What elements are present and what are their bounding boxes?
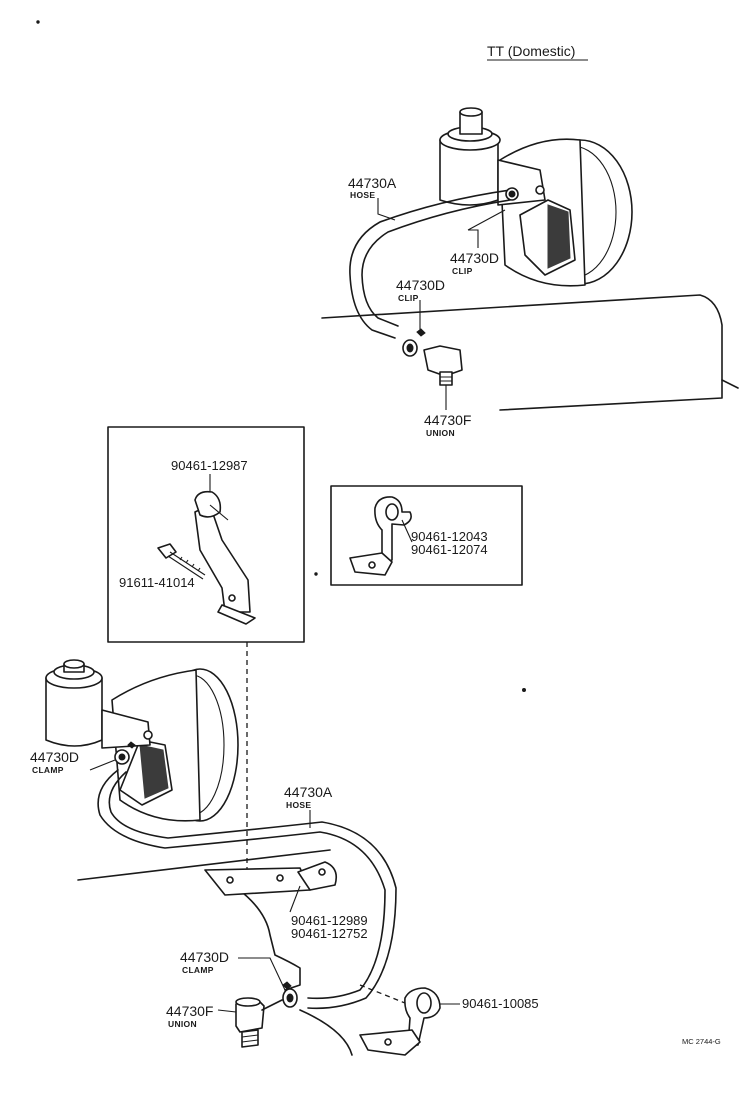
label-bot-bracket-b: 90461-12752	[291, 926, 368, 941]
leader-bot-clamp2	[238, 957, 286, 991]
top-brake-booster	[499, 138, 633, 287]
top-hose	[349, 187, 519, 339]
leader-top-clip1	[467, 209, 506, 231]
label-top-union-num: 44730F	[424, 412, 471, 428]
label-top-union-name: UNION	[426, 428, 455, 438]
scan-dot	[36, 20, 40, 24]
scan-dot	[522, 688, 526, 692]
footer-code: MC 2744-G	[682, 1037, 721, 1046]
scan-dot	[314, 572, 318, 576]
label-bot-clamp1-num: 44730D	[30, 749, 79, 765]
label-top-clip1-name: CLIP	[452, 266, 473, 276]
label-box1-part-b: 91611-41014	[119, 575, 195, 590]
label-top-hose-name: HOSE	[350, 190, 375, 200]
leader-bot-bracket	[289, 885, 301, 913]
bottom-assembly	[45, 659, 460, 1056]
bottom-body-line	[77, 849, 331, 881]
leader-bot-union	[217, 1009, 237, 1013]
clip-2-body	[374, 496, 412, 564]
bottom-bracket	[204, 861, 338, 896]
leader-box2	[401, 519, 413, 543]
top-clip-lower	[402, 328, 426, 357]
bolt-91611	[157, 543, 206, 580]
label-bot-union-num: 44730F	[166, 1003, 213, 1019]
label-top-clip2-name: CLIP	[398, 293, 419, 303]
top-body-panel	[321, 294, 723, 411]
top-union-fitting	[423, 345, 463, 386]
diagram-title: TT (Domestic)	[487, 43, 575, 59]
label-bot-hose-num: 44730A	[284, 784, 333, 800]
leader-bot-clamp1	[89, 759, 116, 771]
bottom-master-cylinder	[45, 659, 153, 749]
bottom-hose	[97, 769, 397, 1010]
leader-top-hose	[377, 198, 396, 221]
label-top-hose-num: 44730A	[348, 175, 397, 191]
bottom-brake-booster	[111, 668, 239, 822]
bottom-clamp-lower	[282, 981, 298, 1008]
bottom-union-fitting	[235, 997, 283, 1048]
detail-box-clip-2	[330, 485, 523, 586]
bottom-clip-right	[359, 984, 441, 1056]
label-box2-part-a: 90461-12043	[411, 529, 488, 544]
label-bot-clamp1-name: CLAMP	[32, 765, 64, 775]
label-bot-hose-name: HOSE	[286, 800, 311, 810]
detail-box-bracket-1	[107, 426, 305, 643]
label-bot-clamp2-num: 44730D	[180, 949, 229, 965]
bottom-clamp-upper	[114, 741, 136, 765]
bracket-1-body	[194, 504, 251, 613]
label-top-clip1-num: 44730D	[450, 250, 499, 266]
label-bot-bracket-a: 90461-12989	[291, 913, 368, 928]
top-assembly	[321, 107, 739, 411]
top-master-cylinder	[439, 107, 546, 206]
label-top-clip2-num: 44730D	[396, 277, 445, 293]
label-box2-part-b: 90461-12074	[411, 542, 488, 557]
bracket-1-clamp	[194, 490, 222, 518]
bottom-body-panel	[224, 879, 301, 991]
label-bot-union-name: UNION	[168, 1019, 197, 1029]
top-body-edge	[721, 379, 739, 389]
label-box1-part-a: 90461-12987	[171, 458, 248, 473]
label-bot-clamp2-name: CLAMP	[182, 965, 214, 975]
label-bot-clip-num: 90461-10085	[462, 996, 539, 1011]
